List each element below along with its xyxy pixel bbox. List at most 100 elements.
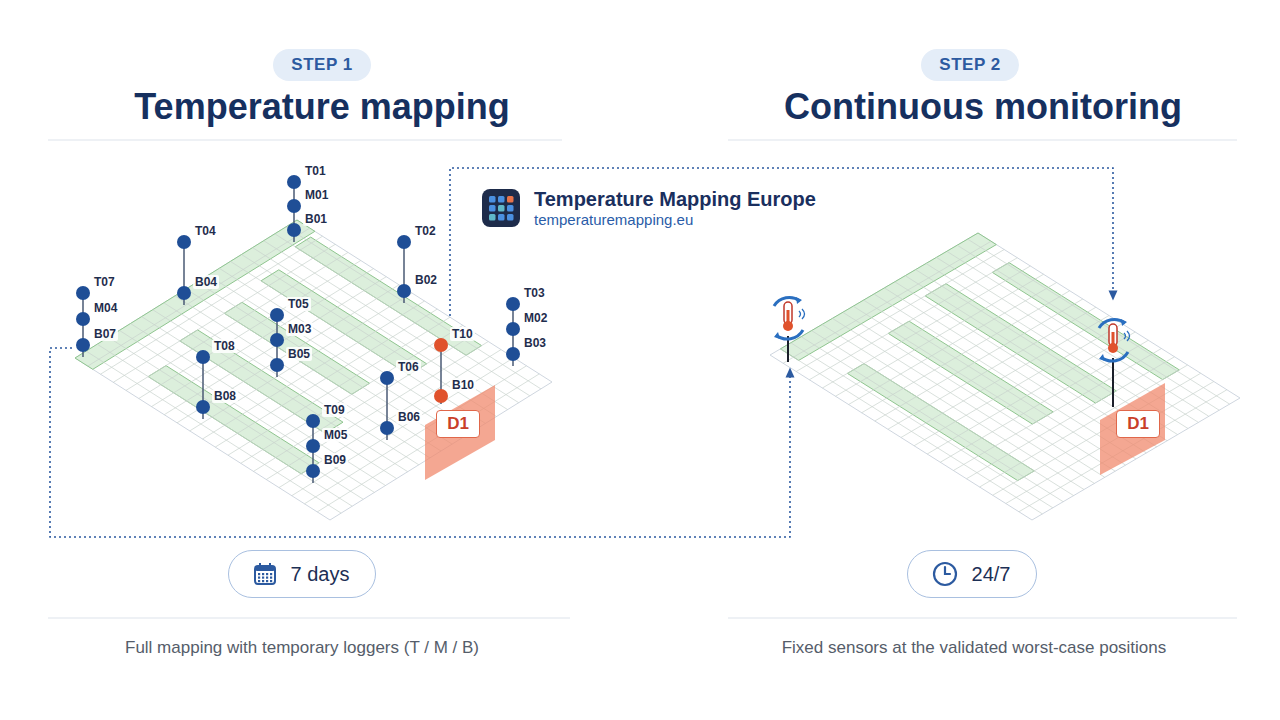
logger-dot (196, 400, 210, 414)
calendar-day (270, 577, 272, 579)
logger-label: T02 (413, 224, 438, 238)
sensor-icon (1099, 319, 1130, 407)
logger-dot (287, 223, 301, 237)
logger-dot (306, 439, 320, 453)
panel-title: Continuous monitoring (784, 86, 1182, 128)
rack (847, 364, 1034, 481)
dotted-link (50, 348, 790, 537)
logger-label: M01 (303, 188, 330, 202)
grid-line (317, 374, 539, 512)
duration-pill: 24/7 (907, 550, 1038, 598)
panel-caption: Full mapping with temporary loggers (T /… (125, 638, 479, 658)
logger-dot (506, 347, 520, 361)
logger-label: B06 (396, 410, 422, 424)
door-zone (1100, 383, 1165, 475)
logger-dot (380, 421, 394, 435)
grid-line (968, 239, 1230, 404)
rack (295, 237, 481, 355)
logo-icon (482, 189, 520, 227)
logger-label: T03 (522, 286, 547, 300)
logo-cell (498, 196, 505, 203)
panel-caption: Fixed sensors at the validated worst-cas… (782, 638, 1167, 658)
node-text: 24/7 (972, 563, 1011, 586)
clock-face (934, 563, 956, 585)
logger-dot (270, 308, 284, 322)
calendar-day (258, 577, 260, 579)
calendar-icon (253, 562, 277, 586)
door-label: D1 (436, 410, 480, 438)
logger-label: M02 (522, 311, 549, 325)
rack (925, 284, 1116, 403)
logger-dot (397, 284, 411, 298)
logger-dot (270, 358, 284, 372)
floor-grid (770, 233, 1240, 520)
logger-label: T01 (303, 164, 328, 178)
logger-dot (76, 312, 90, 326)
grid-line (957, 245, 1219, 410)
grid-line (264, 241, 519, 403)
calendar-day (266, 573, 268, 575)
logger-label: T05 (286, 297, 311, 311)
calendar-bar (255, 566, 275, 571)
brand-url: temperaturemapping.eu (534, 211, 816, 229)
logger-dot (196, 350, 210, 364)
logger-label: B01 (303, 212, 329, 226)
grid-line (947, 251, 1209, 416)
logger-label: B04 (193, 275, 219, 289)
sensor-icon (774, 297, 805, 362)
grid-line (197, 282, 452, 444)
divider (48, 617, 570, 618)
node-text: STEP 1 (291, 55, 352, 74)
logger-label: B03 (522, 336, 548, 350)
calendar-ring (269, 563, 271, 568)
logo-cell (489, 214, 496, 221)
calendar-day (258, 580, 260, 582)
logger-pins (76, 175, 520, 483)
logo-box: Temperature Mapping Europetemperaturemap… (474, 181, 828, 233)
logger-label: T04 (193, 224, 218, 238)
door-zone (425, 385, 495, 480)
clock-icon (932, 561, 958, 587)
logger-dot (506, 297, 520, 311)
logger-label: B08 (212, 389, 238, 403)
logger-label: T10 (450, 327, 475, 341)
logger-dot (434, 389, 448, 403)
logo-cell (498, 205, 505, 212)
panel-title: Temperature mapping (134, 86, 509, 128)
logger-dot (270, 333, 284, 347)
dotted-link (450, 168, 1113, 316)
door-label: D1 (1116, 410, 1160, 438)
calendar-day (270, 580, 272, 582)
step-pill: STEP 2 (921, 49, 1018, 81)
calendar-day (262, 573, 264, 575)
logger-dot (506, 322, 520, 336)
grid-line (253, 248, 508, 410)
calendar-day (262, 580, 264, 582)
logo-cell (498, 214, 505, 221)
clock-hands (945, 567, 950, 574)
logger-dot (380, 371, 394, 385)
logger-label: M04 (92, 301, 119, 315)
calendar-ring (259, 563, 261, 568)
rack (992, 263, 1179, 380)
logger-label: M05 (322, 428, 349, 442)
logger-label: B02 (413, 273, 439, 287)
logger-label: T09 (322, 403, 347, 417)
divider (48, 139, 562, 140)
logo-cell (507, 214, 514, 221)
floor-grid (75, 220, 552, 520)
step-pill: STEP 1 (273, 49, 370, 81)
divider (728, 617, 1237, 618)
floor (770, 233, 1240, 520)
logger-dot (287, 175, 301, 189)
logger-dot (177, 286, 191, 300)
logger-label: T07 (92, 275, 117, 289)
logger-dot (177, 235, 191, 249)
logger-label: B10 (450, 378, 476, 392)
logo-cell (489, 205, 496, 212)
grid-line (286, 227, 541, 389)
logger-label: T06 (396, 360, 421, 374)
calendar-frame (255, 566, 275, 584)
logger-dot (306, 414, 320, 428)
node-text: STEP 2 (939, 55, 1000, 74)
